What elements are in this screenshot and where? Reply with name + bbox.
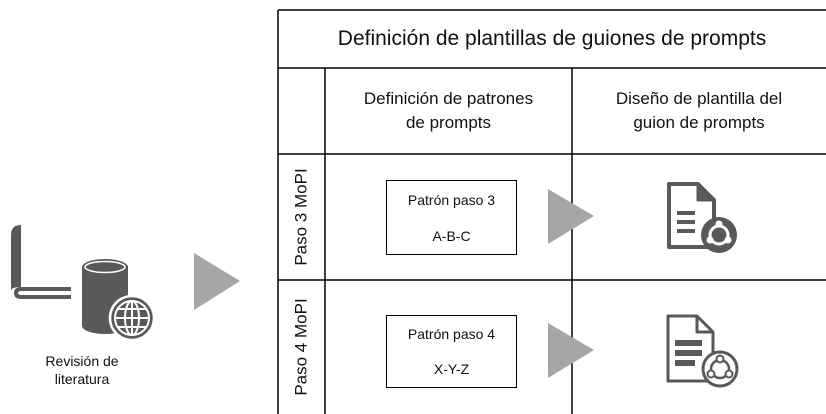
book-icon xyxy=(11,225,71,299)
row-label-step4: Paso 4 MoPI xyxy=(291,298,311,396)
arrow-literature-icon xyxy=(194,253,240,310)
column-header-patterns: Definición de patrones de prompts xyxy=(363,89,534,132)
row-label-cell-step4: Paso 4 MoPI xyxy=(278,280,325,414)
column-header-template-design: Diseño de plantilla del guion de prompts xyxy=(615,89,783,132)
diagram-title: Definición de plantillas de guiones de p… xyxy=(337,27,767,50)
document-list-recycle-icon xyxy=(666,314,739,388)
row-label-step3: Paso 3 MoPI xyxy=(291,168,311,266)
pattern-title-box-step3: Patrón paso 3 xyxy=(386,180,517,219)
row-label-cell-step3: Paso 3 MoPI xyxy=(278,154,325,280)
literature-review-label: Revisión de literatura xyxy=(45,353,119,387)
arrow-step4-icon xyxy=(548,323,594,378)
document-recycle-icon xyxy=(667,182,737,253)
pattern-value-box-step3: A-B-C xyxy=(386,217,517,255)
pattern-value-box-step4: X-Y-Z xyxy=(386,351,517,388)
globe-icon xyxy=(108,294,156,342)
pattern-title-box-step4: Patrón paso 4 xyxy=(386,315,517,353)
arrow-step3-icon xyxy=(548,189,594,244)
